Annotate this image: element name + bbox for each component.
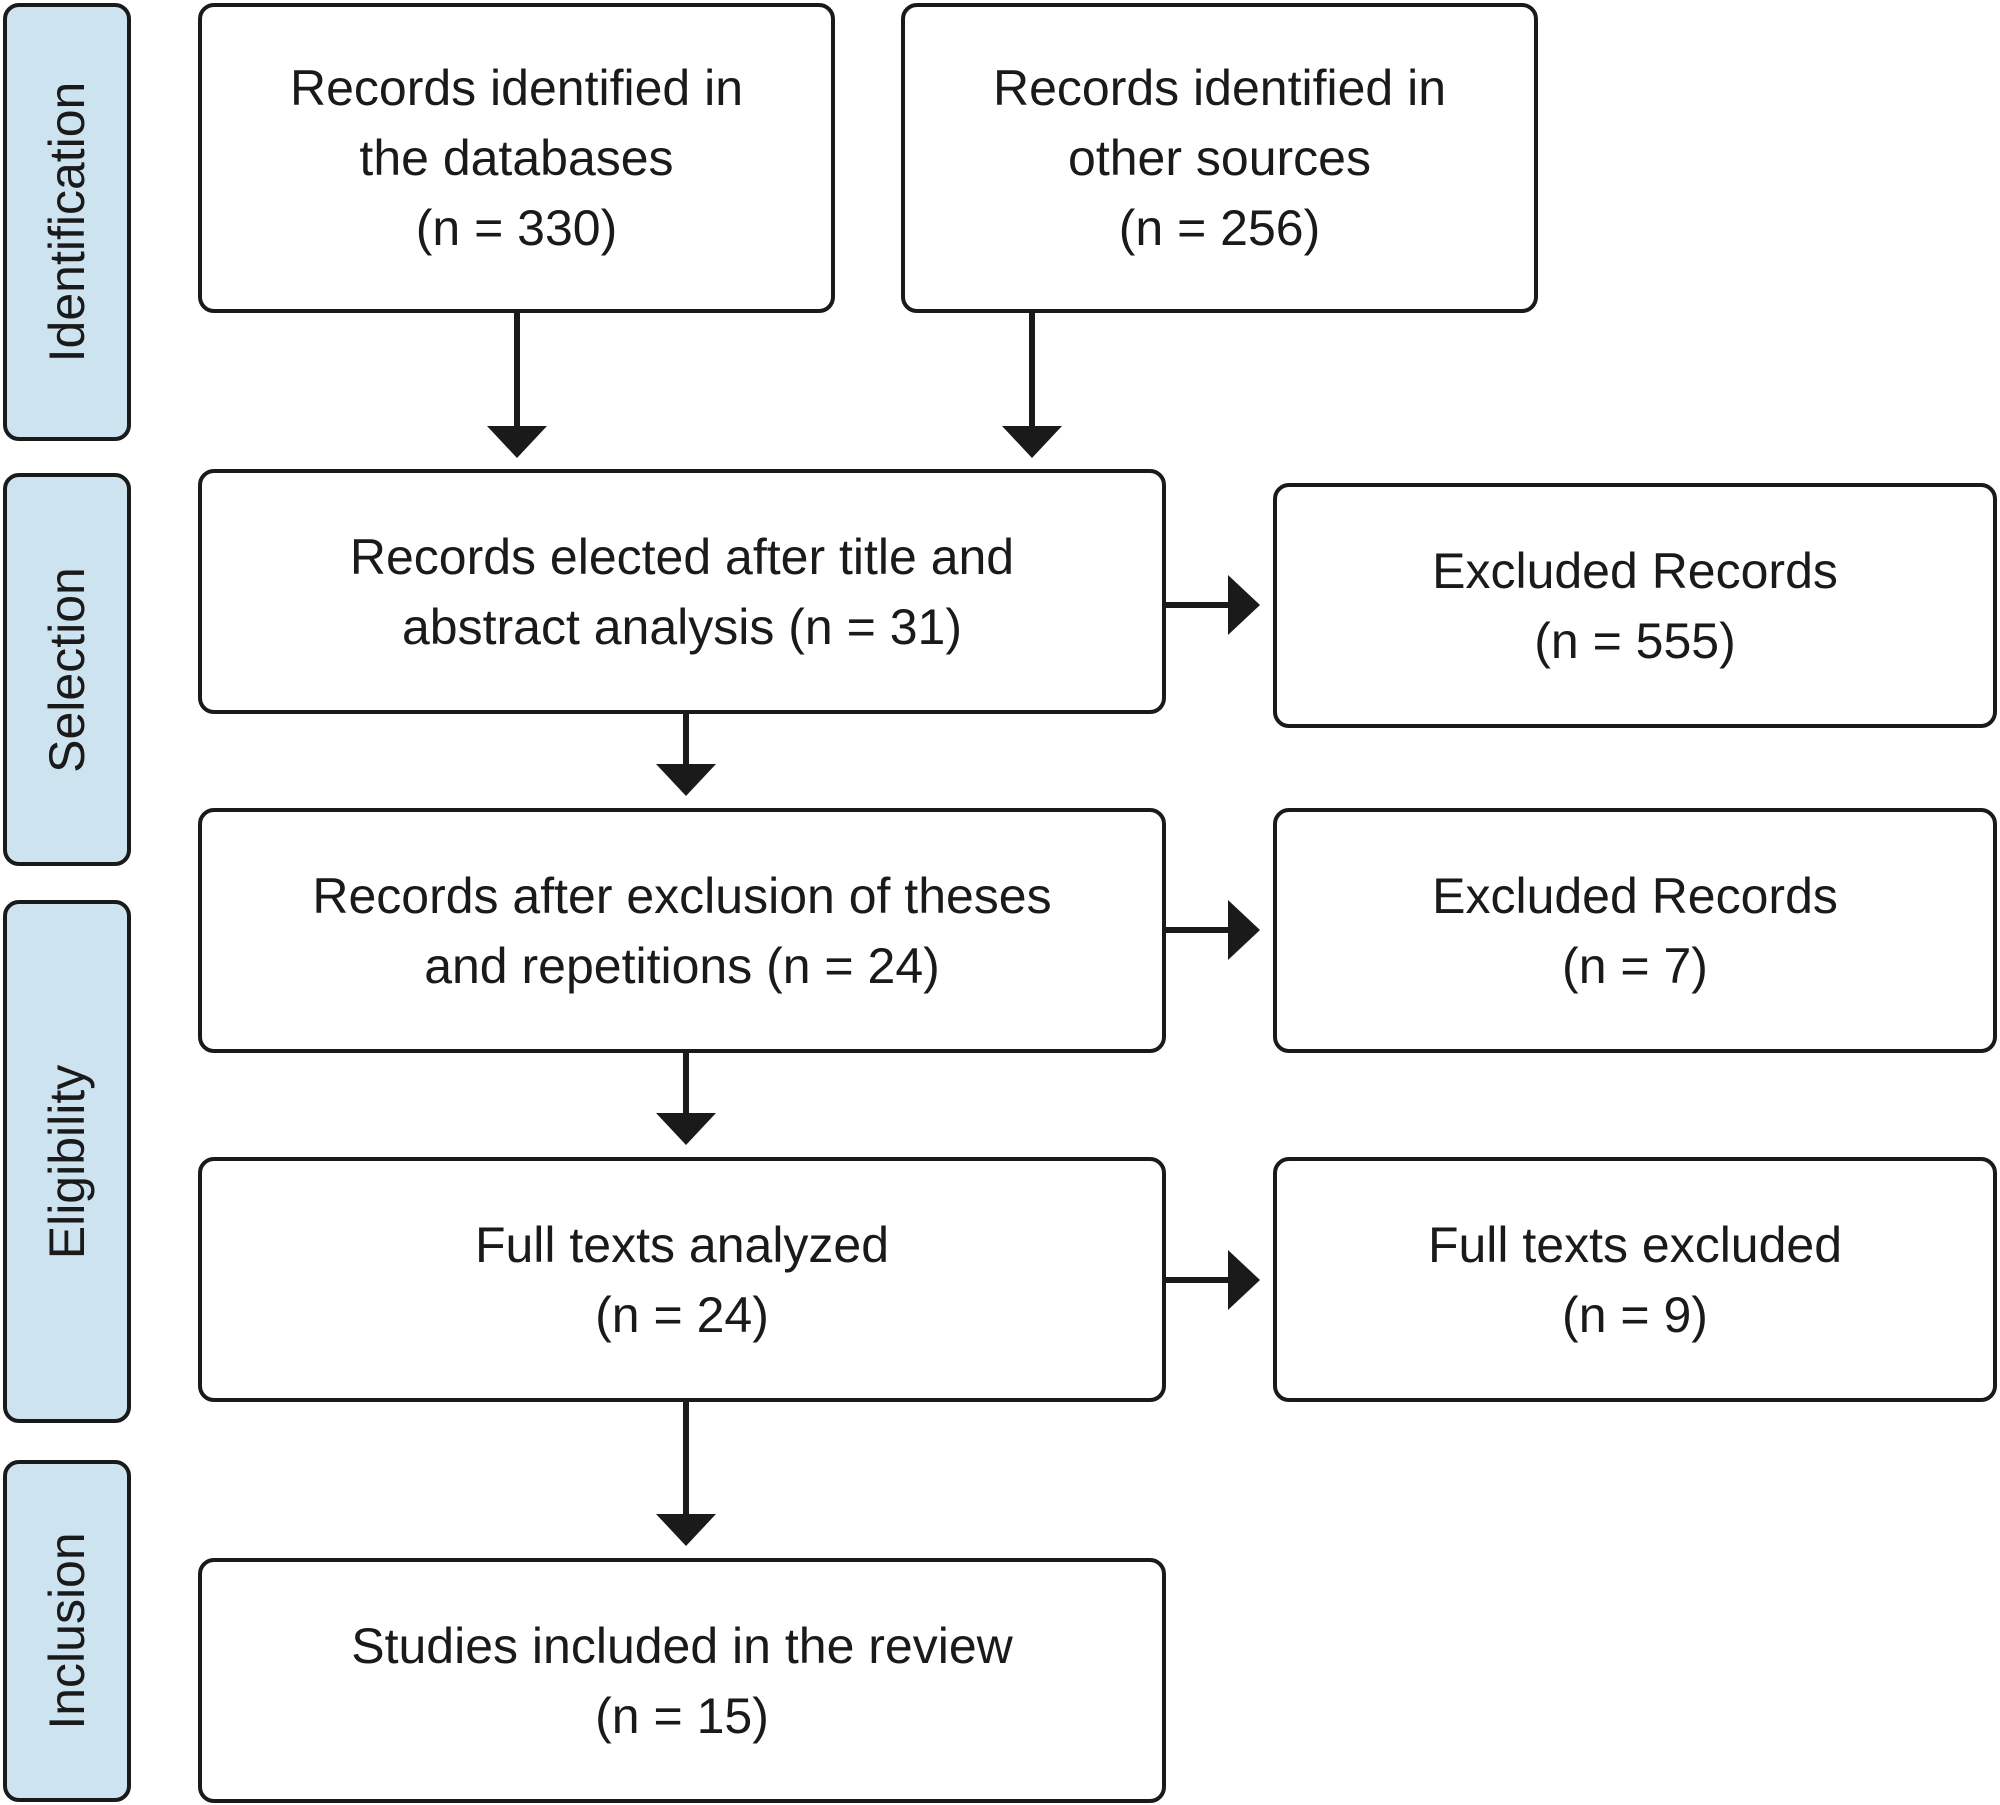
phase-selection: Selection bbox=[3, 473, 131, 866]
box-text: Records identified in bbox=[289, 60, 744, 116]
box-text: Excluded Records bbox=[1432, 867, 1838, 924]
arrowhead bbox=[1228, 900, 1260, 960]
box-text: Excluded Records bbox=[1432, 542, 1838, 599]
box-excluded-records-1: Excluded Records (n = 555) bbox=[1273, 483, 1997, 728]
box-count: (n = 24) bbox=[595, 1286, 769, 1343]
box-full-texts-analyzed: Full texts analyzed (n = 24) bbox=[198, 1157, 1166, 1402]
box-text: the databases bbox=[359, 130, 674, 186]
box-count: (n = 7) bbox=[1562, 937, 1708, 994]
phase-eligibility: Eligibility bbox=[3, 900, 131, 1423]
box-count: (n = 15) bbox=[595, 1687, 769, 1744]
box-text: Full texts analyzed bbox=[474, 1216, 890, 1273]
arrowhead bbox=[487, 426, 547, 458]
box-count: (n = 555) bbox=[1534, 612, 1736, 669]
phase-inclusion: Inclusion bbox=[3, 1460, 131, 1802]
box-count: (n = 330) bbox=[415, 200, 618, 256]
box-text: other sources bbox=[1068, 130, 1371, 186]
box-excluded-records-2: Excluded Records (n = 7) bbox=[1273, 808, 1997, 1053]
box-text: Records elected after title and bbox=[349, 528, 1015, 585]
box-text: Records identified in bbox=[992, 60, 1447, 116]
box-text: Studies included in the review bbox=[351, 1617, 1013, 1674]
box-text: abstract analysis (n = 31) bbox=[402, 598, 962, 655]
box-studies-included: Studies included in the review (n = 15) bbox=[198, 1558, 1166, 1803]
box-records-after-exclusion: Records after exclusion of theses and re… bbox=[198, 808, 1166, 1053]
phase-identification: Identification bbox=[3, 3, 131, 441]
arrowhead bbox=[1228, 575, 1260, 635]
arrowhead bbox=[1228, 1250, 1260, 1310]
box-full-texts-excluded: Full texts excluded (n = 9) bbox=[1273, 1157, 1997, 1402]
arrowhead bbox=[656, 1113, 716, 1145]
box-records-other-sources: Records identified in other sources (n =… bbox=[901, 3, 1538, 313]
box-records-elected: Records elected after title and abstract… bbox=[198, 469, 1166, 714]
arrowhead bbox=[656, 1514, 716, 1546]
box-records-databases: Records identified in the databases (n =… bbox=[198, 3, 835, 313]
box-text: and repetitions (n = 24) bbox=[424, 937, 940, 994]
arrowhead bbox=[1002, 426, 1062, 458]
arrowhead bbox=[656, 764, 716, 796]
box-count: (n = 9) bbox=[1562, 1286, 1708, 1343]
box-text: Records after exclusion of theses bbox=[312, 867, 1052, 924]
box-count: (n = 256) bbox=[1118, 200, 1321, 256]
box-text: Full texts excluded bbox=[1427, 1216, 1843, 1273]
